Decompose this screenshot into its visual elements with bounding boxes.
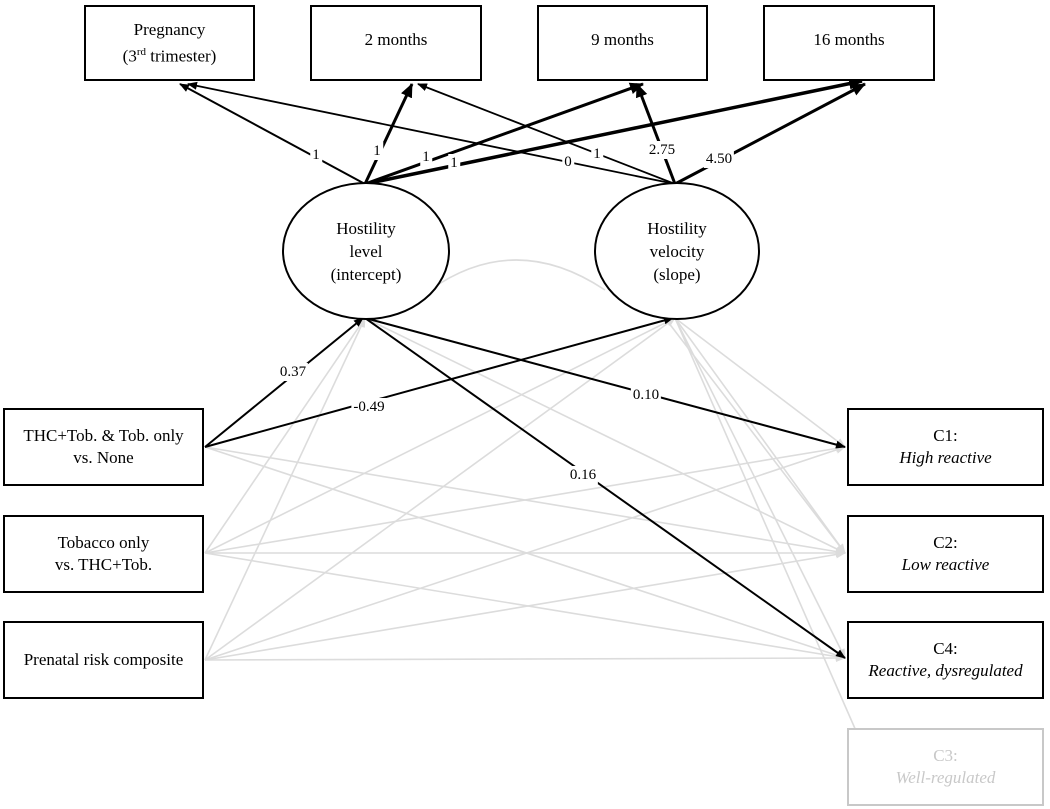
nonsignificant-paths [204, 259, 861, 741]
coef-level-c1: 0.10 [630, 386, 662, 404]
coef-level-c4: 0.16 [567, 466, 599, 484]
covariance-arc [429, 259, 606, 291]
outcome-16-months-label: 16 months [813, 30, 885, 49]
outcome-pregnancy: Pregnancy (3rd trimester) [84, 5, 255, 81]
c4-title: C4: [933, 639, 958, 658]
predictor-1-line-1: THC+Tob. & Tob. only [23, 426, 184, 445]
velocity-line-1: Hostility [647, 218, 707, 238]
c3-description: Well-regulated [895, 768, 996, 787]
pregnancy-label: Pregnancy [133, 19, 206, 39]
loading-level-16m: 1 [448, 154, 460, 172]
latent-hostility-velocity: Hostility velocity (slope) [594, 182, 760, 320]
predictor-tobacco-vs-thc: Tobacco only vs. THC+Tob. [3, 515, 204, 593]
c2-title: C2: [933, 533, 958, 552]
pregnancy-trimester-label: (3rd trimester) [122, 45, 217, 66]
level-line-1: Hostility [336, 218, 396, 238]
class-c1: C1: High reactive [847, 408, 1044, 486]
significant-paths [204, 316, 846, 659]
c1-title: C1: [933, 426, 958, 445]
predictor-thc-tob-vs-none: THC+Tob. & Tob. only vs. None [3, 408, 204, 486]
class-c2: C2: Low reactive [847, 515, 1044, 593]
loading-level-2m: 1 [371, 142, 383, 160]
latent-hostility-level: Hostility level (intercept) [282, 182, 450, 320]
class-c4: C4: Reactive, dysregulated [847, 621, 1044, 699]
predictor-3-label: Prenatal risk composite [23, 650, 184, 669]
c4-description: Reactive, dysregulated [868, 661, 1023, 680]
outcome-16-months: 16 months [763, 5, 935, 81]
loading-paths [179, 77, 866, 186]
outcome-2-months-label: 2 months [364, 30, 428, 49]
loading-slope-2m: 1 [591, 145, 603, 163]
class-c3: C3: Well-regulated [847, 728, 1044, 806]
coef-p1-slope: -0.49 [351, 398, 387, 416]
coef-p1-level: 0.37 [277, 363, 309, 381]
loading-level-9m: 1 [420, 148, 432, 166]
level-line-3: (intercept) [330, 264, 402, 284]
predictor-prenatal-risk: Prenatal risk composite [3, 621, 204, 699]
loading-level-pregnancy: 1 [310, 146, 322, 164]
loading-slope-9m: 2.75 [646, 141, 678, 159]
velocity-line-2: velocity [649, 241, 705, 261]
c1-description: High reactive [899, 448, 992, 467]
level-line-2: level [349, 241, 383, 261]
predictor-2-line-1: Tobacco only [57, 533, 150, 552]
outcome-2-months: 2 months [310, 5, 482, 81]
velocity-line-3: (slope) [653, 264, 701, 284]
c3-title: C3: [933, 746, 958, 765]
outcome-9-months-label: 9 months [591, 30, 654, 49]
loading-slope-16m: 4.50 [703, 150, 735, 168]
outcome-9-months: 9 months [537, 5, 708, 81]
predictor-2-line-2: vs. THC+Tob. [54, 555, 153, 574]
c2-description: Low reactive [901, 555, 990, 574]
loading-slope-pregnancy: 0 [562, 153, 574, 171]
predictor-1-line-2: vs. None [73, 448, 134, 467]
